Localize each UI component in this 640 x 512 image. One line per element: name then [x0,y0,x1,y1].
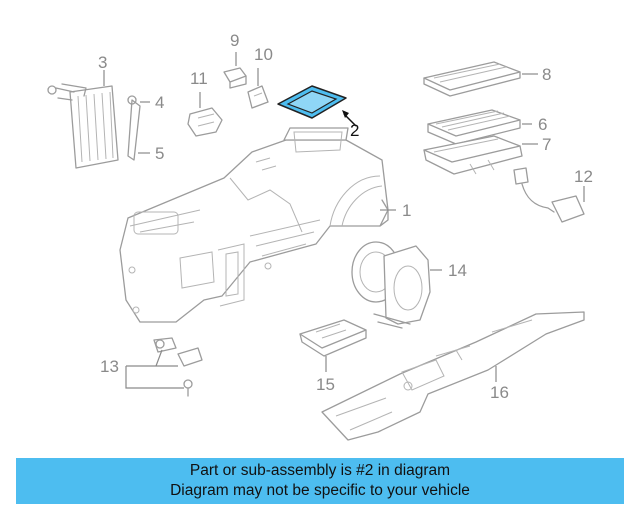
part-4-5-tube[interactable] [127,95,141,161]
part-16-duct[interactable] [321,311,585,441]
part-6-filter-element[interactable] [427,109,521,145]
part-14-blower-motor[interactable] [351,241,431,329]
parts-diagram: 3 4 5 9 10 11 2 8 [47,31,593,441]
callout-15: 15 [316,375,335,394]
callout-9: 9 [230,31,239,50]
part-7-filter-housing[interactable] [423,135,523,175]
part-1-hvac-case[interactable] [119,127,389,323]
part-12-harness[interactable] [513,167,585,223]
callout-5: 5 [155,144,164,163]
part-8-filter[interactable] [423,61,521,97]
banner-line-2: Diagram may not be specific to your vehi… [170,482,470,499]
part-3-heater-core[interactable] [47,83,119,169]
part-2-gasket-highlighted[interactable] [277,85,347,119]
part-13-hardware[interactable] [153,337,203,397]
callout-14: 14 [448,261,467,280]
callout-16: 16 [490,383,509,402]
callout-1: 1 [402,201,411,220]
info-banner: Part or sub-assembly is #2 in diagram Di… [16,458,624,504]
part-10-bracket[interactable] [247,85,269,109]
callout-13: 13 [100,357,119,376]
callout-4: 4 [155,93,164,112]
banner-line-1: Part or sub-assembly is #2 in diagram [189,462,451,479]
part-11-actuator[interactable] [187,107,223,137]
callout-12: 12 [574,167,593,186]
part-9-connector[interactable] [223,67,247,89]
callout-8: 8 [542,65,551,84]
callout-6: 6 [538,115,547,134]
callout-3: 3 [98,53,107,72]
callout-2: 2 [350,121,359,140]
callout-10: 10 [254,45,273,64]
part-15-module[interactable] [299,319,367,357]
callout-7: 7 [542,135,551,154]
callout-11: 11 [190,69,208,88]
